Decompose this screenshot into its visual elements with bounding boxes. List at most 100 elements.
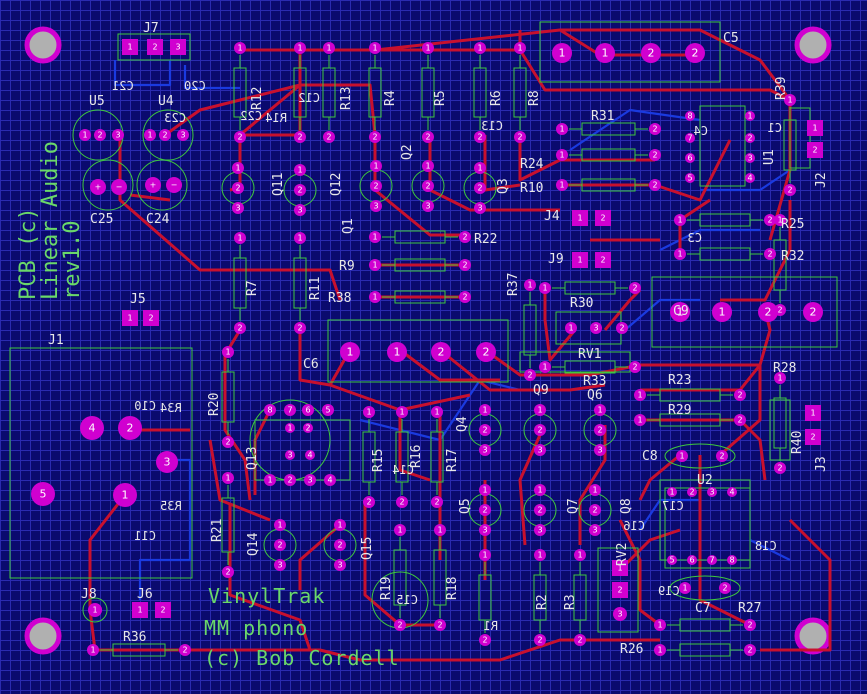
- bottom-copper-trace: [183, 65, 240, 90]
- ref-label: C5: [723, 31, 739, 46]
- pad-number: 1: [425, 44, 430, 53]
- top-copper-trace: [578, 425, 607, 545]
- pad-number: 1: [337, 521, 342, 530]
- pad: [294, 184, 306, 196]
- pad-number: 2: [722, 584, 727, 593]
- pad: [434, 619, 446, 631]
- ref-label: R7: [245, 280, 260, 296]
- silkscreen-outline: [221, 371, 235, 423]
- pad: [87, 644, 99, 656]
- pad-number: 1: [287, 424, 292, 433]
- bottom-copper-trace: [659, 228, 760, 251]
- pad: [324, 474, 336, 486]
- pad-number: 1: [477, 164, 482, 173]
- pad-number: 1: [397, 526, 402, 535]
- pad: [222, 566, 234, 578]
- ref-label: U4: [158, 94, 174, 109]
- pad: [674, 248, 686, 260]
- pad: [534, 444, 546, 456]
- pad: [274, 539, 286, 551]
- pad-number: 4: [747, 174, 752, 183]
- pad: [294, 204, 306, 216]
- silkscreen-outline: [233, 67, 247, 118]
- square-pad: [595, 252, 611, 268]
- bottom-ref-label: C17: [662, 499, 684, 513]
- pad: [369, 231, 381, 243]
- pad: [479, 524, 491, 536]
- pad-number: 1: [527, 281, 532, 290]
- silkscreen-outline: [233, 257, 247, 309]
- silkscreen-outline: [473, 67, 487, 118]
- pad-number: 1: [372, 44, 377, 53]
- silkscreen-outline: [773, 397, 787, 449]
- pad-number: 2: [600, 256, 605, 265]
- pad-number: 3: [235, 204, 240, 213]
- pad-number: 1: [297, 234, 302, 243]
- pad: [369, 259, 381, 271]
- pad-number: 2: [810, 306, 817, 319]
- pad: [459, 231, 471, 243]
- pad: [634, 414, 646, 426]
- board-text-line-1: PCB (c): [16, 207, 41, 300]
- pad: [745, 153, 755, 163]
- pad-number: 2: [527, 371, 532, 380]
- pad: [294, 131, 306, 143]
- pad: [654, 619, 666, 631]
- pad-number: 2: [425, 182, 430, 191]
- pad-number: 1: [437, 526, 442, 535]
- pad-number: −: [116, 183, 123, 192]
- ref-label: R5: [433, 90, 448, 106]
- ref-label: Q4: [455, 416, 470, 432]
- square-pad: [595, 210, 611, 226]
- top-copper-trace: [638, 453, 681, 501]
- top-copper-trace: [399, 348, 500, 382]
- ref-label: U1: [762, 149, 777, 165]
- top-copper-trace: [228, 505, 312, 651]
- pad: [232, 182, 244, 194]
- mounting-hole: [794, 26, 832, 64]
- pad-number: 2: [462, 293, 467, 302]
- ref-label: Q3: [496, 178, 511, 194]
- pad-number: 1: [147, 131, 152, 140]
- pad: [474, 131, 486, 143]
- pad: [727, 487, 737, 497]
- top-copper-trace: [88, 494, 127, 651]
- ref-label: R28: [773, 361, 797, 376]
- pad: [476, 342, 496, 362]
- top-copper-trace: [640, 364, 762, 392]
- pad-number: 1: [542, 284, 547, 293]
- pad-number: 4: [327, 476, 332, 485]
- pad-number: 1: [482, 486, 487, 495]
- pad: [649, 123, 661, 135]
- ref-label: R27: [738, 601, 762, 616]
- silkscreen-outline: [221, 497, 235, 553]
- pad-number: 4: [307, 451, 312, 460]
- ref-label: R39: [774, 76, 789, 100]
- silkscreen-outline: [699, 247, 751, 261]
- pad-number: 2: [777, 306, 782, 315]
- silkscreen-outline: [433, 549, 447, 606]
- pad: [264, 404, 276, 416]
- pad-number: 6: [689, 556, 694, 565]
- pad-number: 3: [537, 526, 542, 535]
- ref-label: R3: [563, 594, 578, 610]
- pad-number: 2: [434, 498, 439, 507]
- top-copper-trace: [719, 309, 772, 457]
- pad: [422, 180, 434, 192]
- bottom-ref-label: R1: [483, 619, 498, 633]
- pad: [687, 487, 697, 497]
- pad: [712, 302, 732, 322]
- pad: [363, 406, 375, 418]
- top-copper-trace: [129, 193, 171, 202]
- pad-number: −: [171, 181, 178, 190]
- pad-number: 1: [719, 306, 726, 319]
- top-copper-trace: [720, 200, 792, 302]
- pad-number: 2: [692, 47, 699, 60]
- pad-number: 1: [537, 406, 542, 415]
- pad: [303, 423, 313, 433]
- title-text-line-2: MM phono: [204, 616, 309, 640]
- pad: [284, 474, 296, 486]
- ref-label: C6: [303, 357, 319, 372]
- ref-label: R31: [591, 109, 615, 124]
